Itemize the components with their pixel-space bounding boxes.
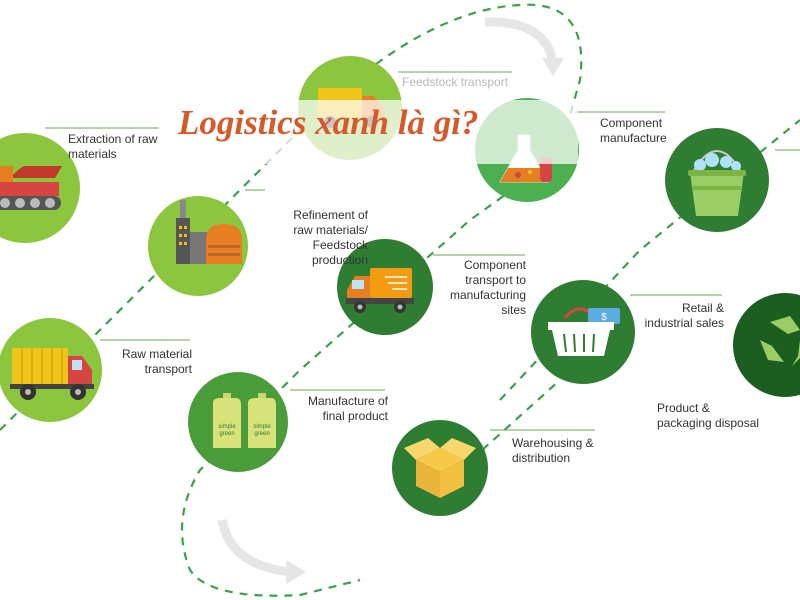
step-final-product: simple green simple green bbox=[188, 372, 288, 472]
step-disposal bbox=[733, 293, 800, 397]
shopping-basket-icon: $ bbox=[548, 307, 620, 356]
curved-arrow-icon bbox=[217, 519, 291, 577]
page-title: Logistics xanh là gì? bbox=[178, 103, 479, 142]
flow-path bbox=[180, 169, 541, 597]
step-warehousing bbox=[392, 420, 488, 516]
cargo-truck-icon bbox=[10, 348, 94, 400]
step-label-extraction: Extraction of raw materials bbox=[68, 132, 158, 161]
svg-text:simple: simple bbox=[253, 424, 271, 430]
svg-text:green: green bbox=[219, 431, 234, 437]
cleaner-bottles-icon: simple green simple green bbox=[213, 393, 276, 448]
step-label-component-transport: Component transport to manufacturing sit… bbox=[449, 258, 526, 317]
step-label-disposal: Product & packaging disposal bbox=[657, 401, 760, 430]
curved-arrow-icon bbox=[286, 560, 306, 584]
step-raw-transport bbox=[0, 318, 102, 422]
step-retail: $ bbox=[531, 280, 635, 384]
delivery-truck-icon bbox=[346, 268, 414, 313]
svg-text:green: green bbox=[254, 431, 269, 437]
step-use bbox=[665, 128, 769, 232]
mining-truck-icon bbox=[0, 166, 62, 210]
svg-text:$: $ bbox=[601, 312, 607, 323]
step-extraction bbox=[0, 133, 80, 243]
step-label-feedstock-transport: Feedstock transport bbox=[402, 75, 509, 89]
factory-icon bbox=[176, 200, 242, 264]
step-component-transport bbox=[337, 239, 433, 335]
step-label-raw-transport: Raw material transport bbox=[121, 347, 192, 376]
svg-text:simple: simple bbox=[218, 424, 236, 430]
step-label-refinement: Refinement of raw materials/ Feedstock p… bbox=[293, 208, 368, 267]
box-icon bbox=[404, 438, 476, 498]
bucket-icon bbox=[688, 150, 746, 216]
curved-arrow-icon bbox=[484, 17, 558, 64]
recycle-icon bbox=[760, 316, 800, 366]
step-label-final-product: Manufacture of final product bbox=[307, 394, 388, 423]
step-refinement bbox=[148, 196, 248, 296]
curved-arrow-icon bbox=[542, 58, 564, 76]
title-band bbox=[158, 100, 578, 164]
step-label-warehousing: Warehousing & distribution bbox=[512, 436, 594, 465]
step-label-retail: Retail & industrial sales bbox=[644, 301, 724, 330]
step-label-component-manufacture: Component manufacture bbox=[600, 116, 667, 145]
